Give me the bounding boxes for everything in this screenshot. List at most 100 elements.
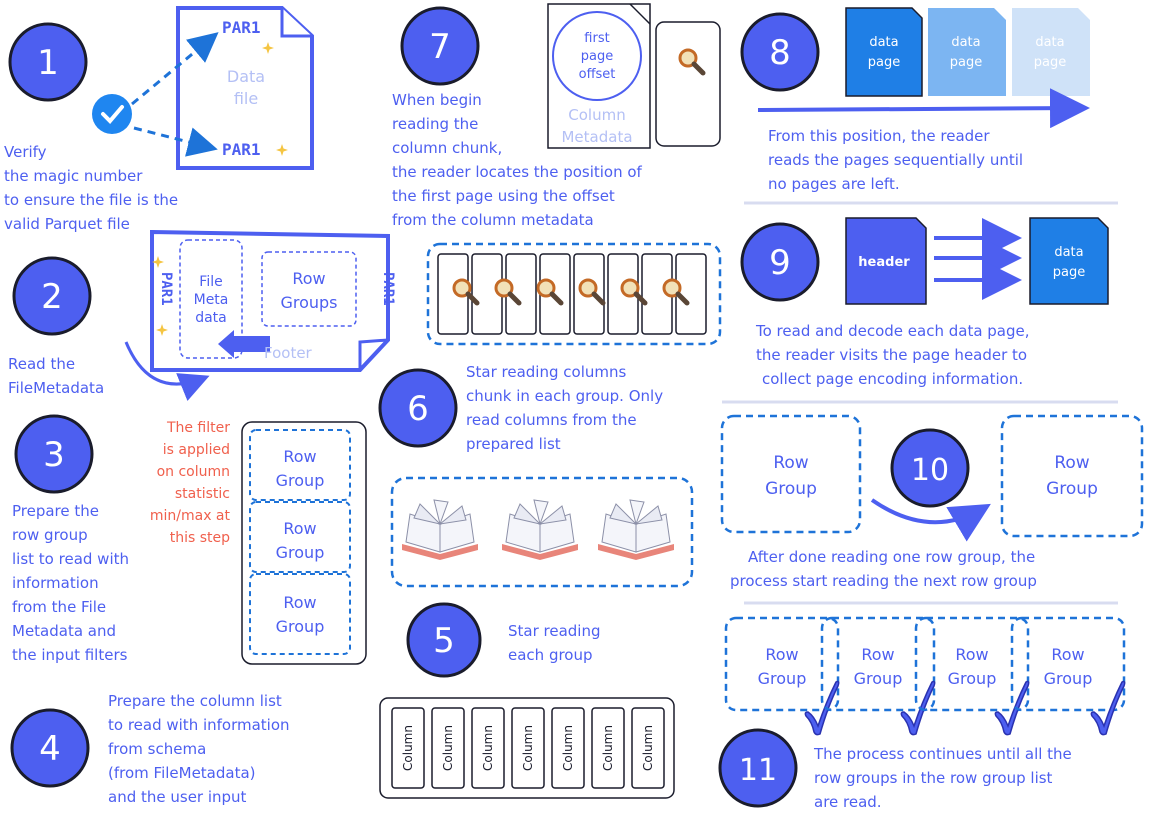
svg-text:Group: Group — [1046, 479, 1098, 499]
svg-text:(from FileMetadata): (from FileMetadata) — [108, 764, 256, 782]
step-1-text: Verify the magic number to ensure the fi… — [4, 143, 178, 233]
svg-text:valid Parquet file: valid Parquet file — [4, 215, 130, 233]
svg-text:Column: Column — [568, 106, 625, 124]
svg-text:1: 1 — [37, 43, 59, 83]
svg-text:reading the: reading the — [392, 115, 478, 133]
magic-top: PAR1 — [222, 18, 261, 37]
row-group-box — [724, 616, 840, 712]
row-group-label: Group — [854, 669, 903, 688]
arrow-to-top-magic — [131, 32, 219, 106]
row-groups-box — [261, 251, 357, 327]
filter-note: The filter is applied on column statisti… — [150, 420, 231, 546]
svg-text:the first page using the offse: the first page using the offset — [392, 187, 615, 205]
sequential-read-arrow — [757, 88, 1090, 129]
column-chunk-card — [655, 21, 721, 147]
svg-text:on column: on column — [157, 464, 230, 480]
svg-text:When begin: When begin — [392, 91, 482, 109]
header-to-data-arrows — [934, 218, 1022, 300]
row-group-box — [249, 501, 351, 573]
svg-text:9: 9 — [769, 243, 791, 283]
column-label: Column — [481, 725, 495, 771]
svg-text:header: header — [858, 255, 910, 270]
check-mark-icon — [900, 680, 936, 736]
step-badge-3: 3 — [14, 414, 94, 494]
column-metadata-doc: first page offset Column Metadata — [547, 3, 651, 149]
svg-text:page: page — [581, 49, 613, 64]
open-book-icon — [597, 499, 675, 561]
step-badge-10: 10 — [890, 428, 970, 508]
svg-text:10: 10 — [911, 453, 949, 488]
verify-check-icon — [92, 94, 132, 134]
svg-text:Row: Row — [773, 453, 808, 473]
column-card — [591, 707, 625, 789]
row-group-next: Row Group — [1000, 414, 1144, 538]
svg-text:Read the: Read the — [8, 355, 75, 373]
open-book-icon — [401, 499, 479, 561]
svg-text:collect page encoding informat: collect page encoding information. — [762, 370, 1023, 388]
svg-text:Prepare the column list: Prepare the column list — [108, 692, 282, 710]
row-group-box — [249, 573, 351, 655]
svg-text:Metadata and: Metadata and — [12, 622, 116, 640]
step-badge-11: 11 — [718, 728, 798, 808]
svg-text:8: 8 — [769, 33, 791, 73]
svg-text:data: data — [869, 35, 898, 50]
svg-text:page: page — [1053, 265, 1085, 280]
row-group-box — [914, 616, 1030, 712]
step-3-text: Prepare the row group list to read with … — [12, 502, 129, 664]
column-card — [471, 707, 505, 789]
svg-text:information: information — [12, 574, 99, 592]
svg-text:the reader locates the positio: the reader locates the position of — [392, 163, 643, 181]
svg-text:from the File: from the File — [12, 598, 106, 616]
step-badge-8: 8 — [740, 12, 820, 92]
svg-text:the reader visits the page hea: the reader visits the page header to — [756, 346, 1027, 364]
books-box — [390, 476, 694, 588]
svg-text:2: 2 — [41, 277, 63, 317]
file-footer-diagram: PAR1 PAR1 File Meta data Row Groups Foot… — [150, 229, 396, 372]
svg-text:Groups: Groups — [280, 293, 337, 312]
svg-text:list to read with: list to read with — [12, 550, 129, 568]
data-page-decoded: data page — [1029, 217, 1109, 305]
row-group-label: Row — [1051, 645, 1084, 664]
svg-text:the magic number: the magic number — [4, 167, 143, 185]
svg-text:5: 5 — [433, 621, 455, 661]
row-group-label: Row — [765, 645, 798, 664]
svg-text:7: 7 — [429, 27, 451, 67]
svg-text:4: 4 — [39, 729, 61, 769]
step-8-text: From this position, the reader reads the… — [768, 127, 1023, 193]
svg-text:11: 11 — [739, 753, 777, 788]
svg-text:To read and decode each data p: To read and decode each data page, — [755, 322, 1030, 340]
data-page-3: data page — [1012, 8, 1090, 96]
svg-text:6: 6 — [407, 389, 429, 429]
svg-text:column chunk,: column chunk, — [392, 139, 502, 157]
step-6-text: Star reading columns chunk in each group… — [466, 363, 663, 453]
row-group-label: Group — [948, 669, 997, 688]
svg-text:Prepare the: Prepare the — [12, 502, 99, 520]
svg-text:from the column metadata: from the column metadata — [392, 211, 594, 229]
svg-text:Group: Group — [276, 543, 325, 562]
svg-text:After done reading one row gro: After done reading one row group, the — [748, 548, 1035, 566]
parquet-file-icon: PAR1 Data file PAR1 — [176, 6, 314, 170]
svg-text:Meta: Meta — [194, 292, 229, 308]
svg-text:read columns from the: read columns from the — [466, 411, 637, 429]
svg-text:Row: Row — [292, 269, 325, 288]
svg-text:Star reading: Star reading — [508, 622, 601, 640]
step-badge-4: 4 — [10, 708, 90, 788]
svg-text:to read with information: to read with information — [108, 716, 290, 734]
svg-text:offset: offset — [579, 67, 616, 82]
step-2-text: Read the FileMetadata — [8, 355, 104, 397]
svg-text:no pages are left.: no pages are left. — [768, 175, 900, 193]
column-card — [631, 707, 665, 789]
data-file-label-1: Data — [227, 67, 265, 86]
svg-text:is applied: is applied — [163, 442, 230, 458]
svg-text:Group: Group — [276, 617, 325, 636]
row-group-box — [820, 616, 936, 712]
step-badge-1: 1 — [8, 22, 88, 102]
svg-text:The filter: The filter — [166, 420, 230, 436]
svg-text:Star reading columns: Star reading columns — [466, 363, 626, 381]
svg-text:prepared list: prepared list — [466, 435, 561, 453]
svg-text:Row: Row — [283, 519, 316, 538]
row-group-box — [249, 429, 351, 501]
column-label: Column — [561, 725, 575, 771]
